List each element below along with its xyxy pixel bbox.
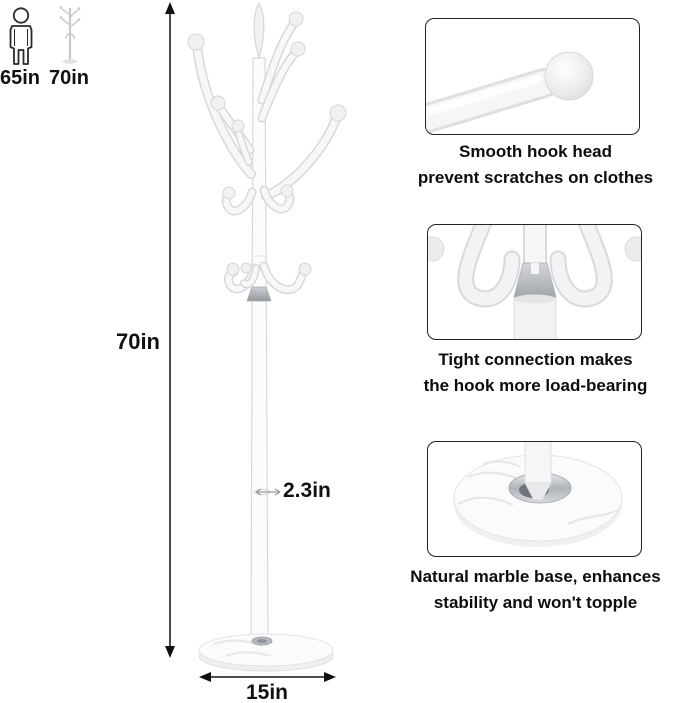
caption-line: the hook more load-bearing bbox=[423, 376, 648, 395]
marble-base-closeup bbox=[453, 442, 623, 547]
hook-head-closeup bbox=[426, 51, 594, 134]
pole-diameter-label: 2.3in bbox=[283, 479, 331, 502]
feature-panel-marble-base bbox=[427, 441, 642, 557]
caption-line: prevent scratches on clothes bbox=[417, 168, 654, 187]
marble-base bbox=[198, 633, 334, 672]
caption-line: Natural marble base, enhances bbox=[410, 567, 661, 586]
chrome-connector bbox=[246, 286, 272, 302]
caption-line: Tight connection makes bbox=[438, 350, 633, 369]
height-dimension-arrow bbox=[165, 2, 175, 658]
mini-rack-icon bbox=[59, 6, 81, 64]
hook-balls bbox=[187, 11, 347, 276]
person-height-label: 65in bbox=[0, 67, 41, 89]
connection-closeup bbox=[428, 225, 641, 339]
caption-line: Smooth hook head bbox=[459, 142, 612, 161]
person-icon bbox=[9, 7, 33, 65]
base-diameter-label: 15in bbox=[245, 681, 289, 703]
feature-panel-hook-head bbox=[425, 18, 640, 135]
pole-diameter-arrow bbox=[255, 488, 281, 496]
feature-caption-marble-base: Natural marble base, enhances stability … bbox=[388, 564, 679, 616]
feature-panel-connection bbox=[427, 224, 642, 340]
feature-caption-hook-head: Smooth hook head prevent scratches on cl… bbox=[388, 139, 679, 191]
rack-height-reference-label: 70in bbox=[49, 67, 90, 89]
total-height-label: 70in bbox=[115, 329, 160, 354]
caption-line: stability and won't topple bbox=[433, 593, 638, 612]
base-width-arrow bbox=[199, 672, 336, 682]
feature-caption-connection: Tight connection makes the hook more loa… bbox=[388, 347, 679, 399]
coat-rack-illustration bbox=[187, 2, 347, 672]
